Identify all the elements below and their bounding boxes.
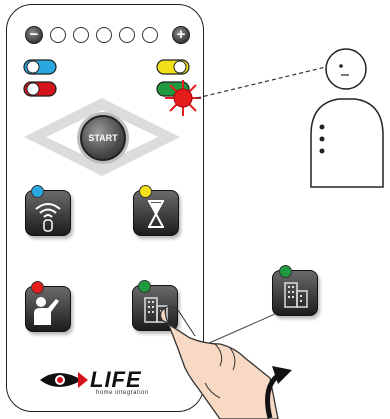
minus-button[interactable]: − xyxy=(25,26,43,44)
tile-building[interactable] xyxy=(132,285,178,331)
logo-brand: LIFE xyxy=(90,367,142,392)
toggle-yellow[interactable] xyxy=(156,59,190,75)
level-dot xyxy=(119,27,135,43)
wifi-remote-icon xyxy=(35,203,61,232)
level-dot xyxy=(50,27,66,43)
life-logo: LIFE home integration xyxy=(38,366,166,396)
plus-button[interactable]: + xyxy=(172,26,190,44)
badge-green xyxy=(138,280,151,293)
logo-tagline: home integration xyxy=(96,390,149,396)
minus-icon: − xyxy=(29,26,39,43)
badge-blue xyxy=(31,185,44,198)
zoom-tile-building xyxy=(272,270,318,316)
tile-timer[interactable] xyxy=(133,190,179,236)
toggles-left xyxy=(23,59,57,97)
level-dot xyxy=(142,27,158,43)
curved-arrow-icon xyxy=(265,366,292,419)
building-icon xyxy=(144,297,168,323)
eye-logo-icon xyxy=(40,372,88,388)
badge-yellow xyxy=(139,185,152,198)
start-label: START xyxy=(88,133,118,143)
tile-presence[interactable] xyxy=(25,286,71,332)
toggle-red[interactable] xyxy=(23,81,57,97)
badge-green xyxy=(279,265,292,278)
badge-red xyxy=(31,281,44,294)
level-dot xyxy=(96,27,112,43)
start-button[interactable]: START xyxy=(80,115,126,161)
person-waving-icon xyxy=(34,297,59,325)
person-icon xyxy=(310,48,384,188)
hand-icon xyxy=(159,305,279,419)
tile-wifi[interactable] xyxy=(25,190,71,236)
signal-line xyxy=(196,65,331,99)
building-icon xyxy=(284,282,308,308)
hourglass-icon xyxy=(148,200,164,228)
alert-burst-icon xyxy=(165,80,201,116)
level-dot xyxy=(73,27,89,43)
toggle-blue[interactable] xyxy=(23,59,57,75)
plus-icon: + xyxy=(176,26,186,43)
